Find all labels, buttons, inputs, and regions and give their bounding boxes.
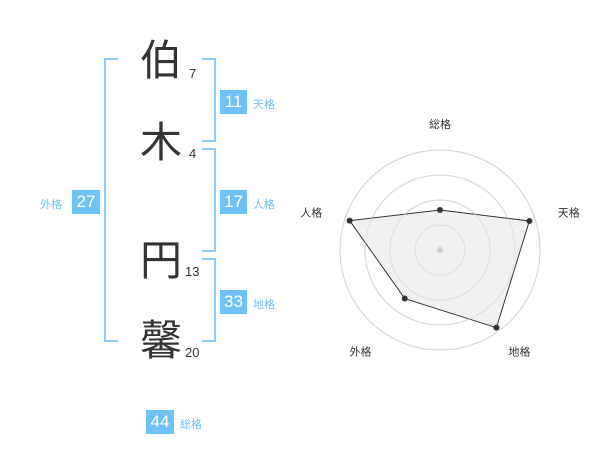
- gaikaku-bracket: [104, 58, 118, 342]
- radar-point-4: [401, 295, 408, 302]
- tenkaku-bracket: [202, 58, 216, 142]
- tenkaku-label: 天格: [253, 98, 275, 111]
- soukaku-label: 総格: [180, 418, 202, 431]
- radar-center-dot: [437, 247, 443, 253]
- jinkaku-label: 人格: [253, 198, 275, 211]
- radar-axis-label: 総格: [429, 117, 451, 131]
- radar-grid-ring-overlay: [364, 174, 516, 326]
- name-char-1: 伯: [140, 36, 183, 85]
- chikaku-value: 33: [220, 290, 247, 314]
- radar-data-area: [348, 209, 531, 329]
- radar-point-3: [493, 324, 500, 331]
- radar-point-1: [437, 207, 443, 213]
- jinkaku-value: 17: [220, 190, 247, 214]
- chikaku-label: 地格: [253, 298, 275, 311]
- radar-axis-label: 地格: [508, 344, 530, 358]
- name-char-3: 円: [140, 236, 183, 285]
- gaikaku-value: 27: [72, 190, 100, 214]
- gaikaku-label: 外格: [40, 198, 62, 211]
- stroke-count-1: 7: [189, 66, 197, 81]
- radar-axis-label: 天格: [558, 206, 580, 220]
- soukaku-value: 44: [146, 410, 174, 434]
- stroke-count-3: 13: [185, 264, 200, 279]
- radar-axis-label: 外格: [350, 344, 372, 358]
- jinkaku-bracket: [202, 148, 216, 252]
- radar-grid-ring-overlay: [414, 224, 466, 276]
- radar-grid-ring-overlay: [339, 149, 541, 351]
- radar-grid-ring-overlay: [389, 199, 491, 301]
- tenkaku-value: 11: [220, 90, 247, 114]
- stroke-count-2: 4: [189, 146, 197, 161]
- name-char-2: 木: [140, 118, 183, 167]
- radar-point-5: [346, 217, 353, 224]
- chikaku-bracket: [202, 258, 216, 342]
- radar-axis-label: 人格: [300, 206, 322, 220]
- radar-point-2: [526, 217, 533, 224]
- stroke-count-4: 20: [185, 345, 200, 360]
- name-char-4: 馨: [140, 316, 183, 365]
